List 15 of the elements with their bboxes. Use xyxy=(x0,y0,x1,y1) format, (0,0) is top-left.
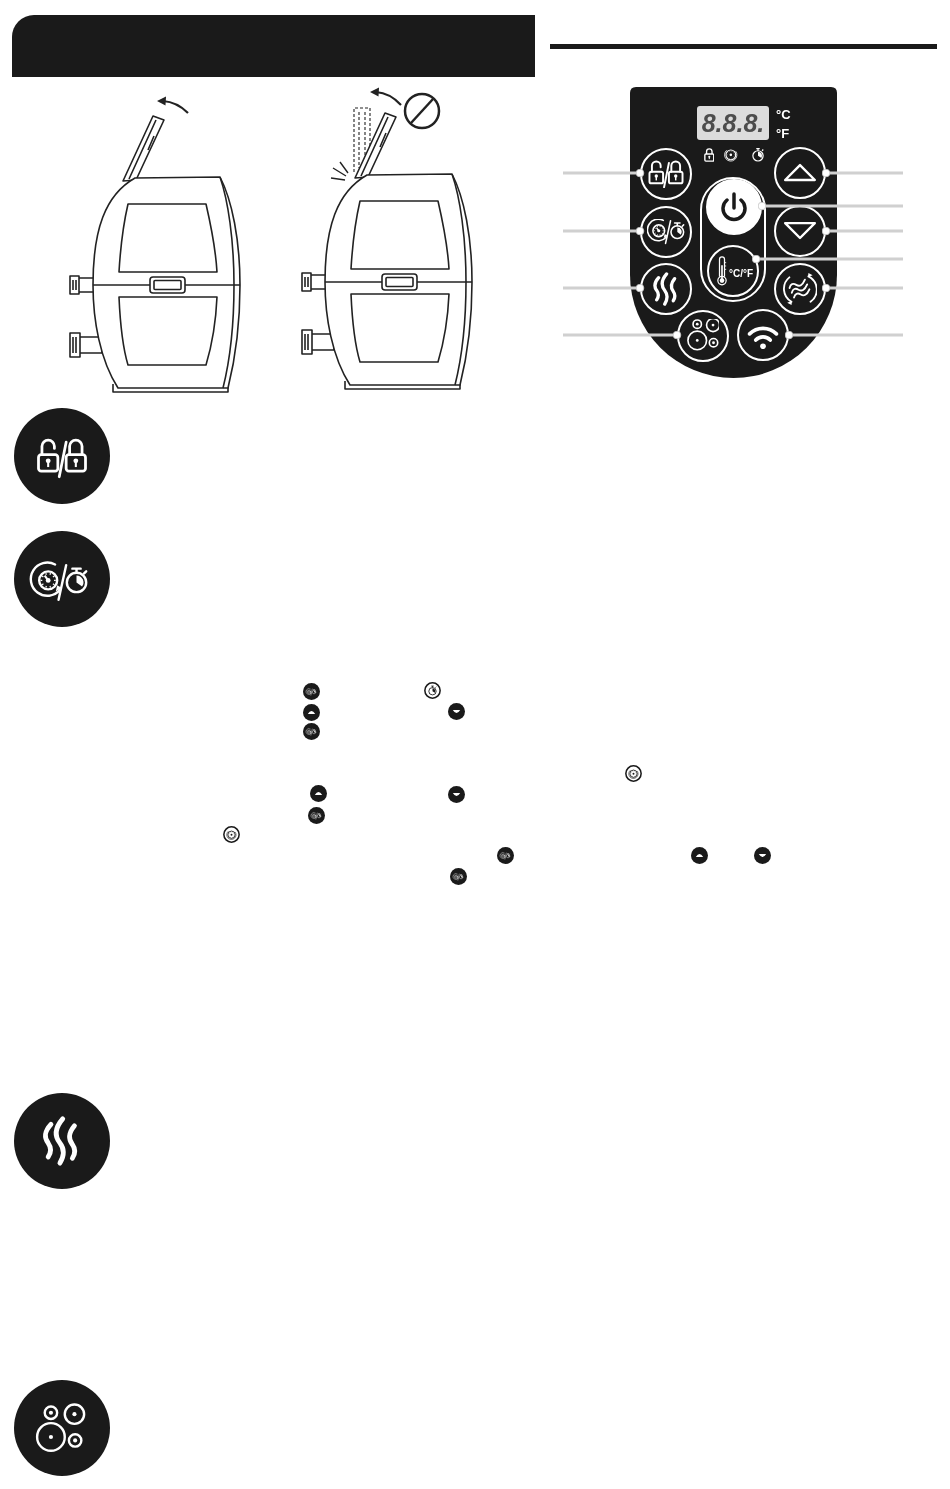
leader-line xyxy=(751,254,903,264)
leader-line xyxy=(784,330,903,340)
leader-line xyxy=(821,283,903,293)
capsule-frame xyxy=(700,177,766,302)
leader-line xyxy=(757,201,903,211)
unit-label: °F xyxy=(776,126,790,141)
leader-line xyxy=(563,226,645,236)
display-digits: 8.8.8. xyxy=(701,109,765,137)
control-panel xyxy=(630,87,837,378)
leader-line xyxy=(563,168,645,178)
leader-line xyxy=(821,168,903,178)
leader-line xyxy=(563,330,682,340)
leader-line xyxy=(563,283,645,293)
unit-label: °C xyxy=(776,107,791,122)
leader-line xyxy=(821,226,903,236)
